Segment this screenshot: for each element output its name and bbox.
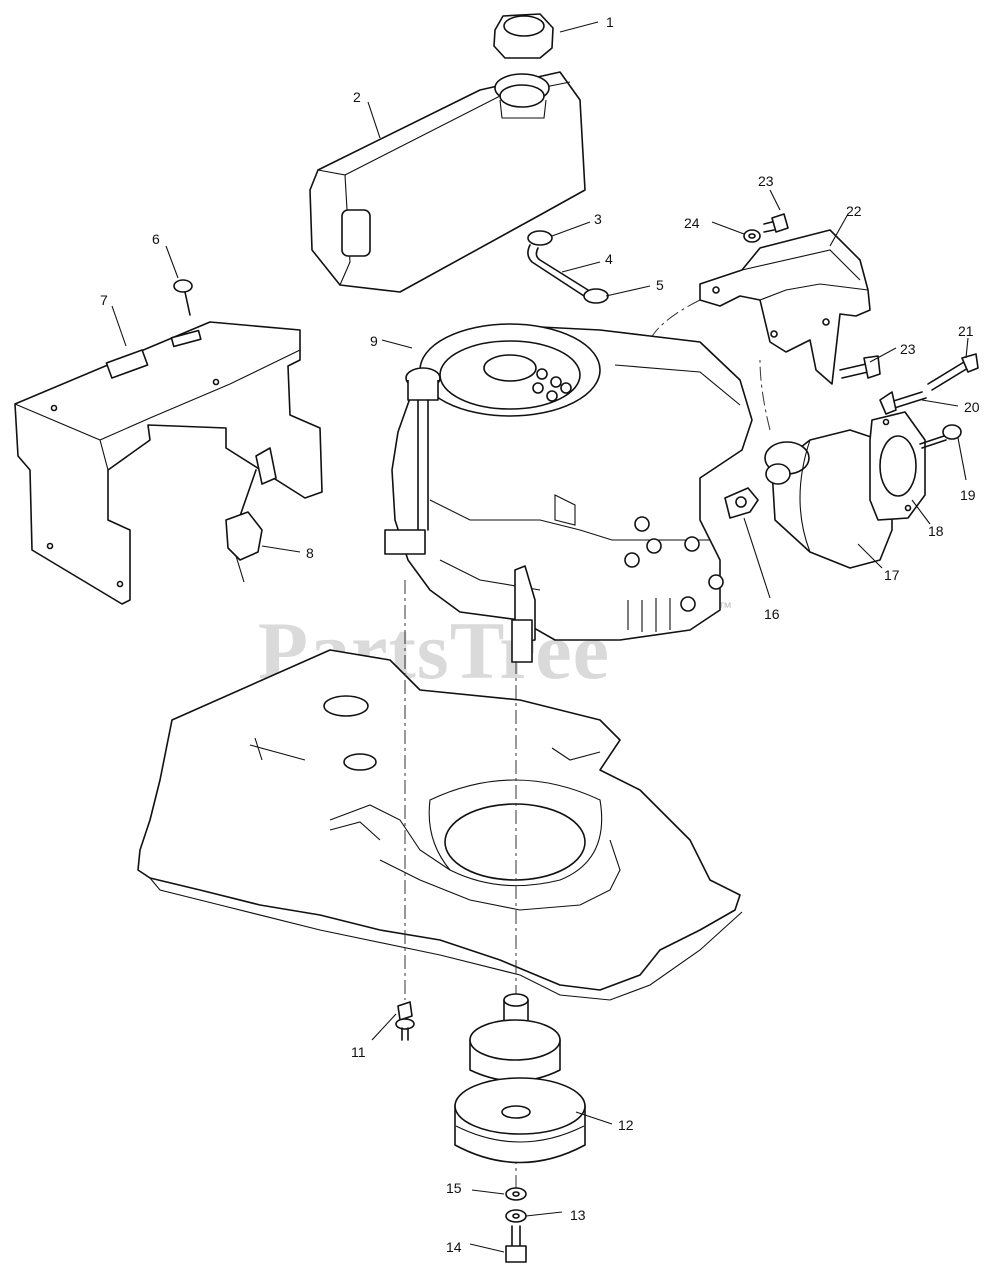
throttle-control [225,447,277,583]
heat-shield [699,229,871,385]
callout-24: 24 [684,215,700,231]
dash-panel [14,321,323,605]
bolt-11 [395,1001,415,1041]
callout-2: 2 [353,89,361,105]
callout-17: 17 [884,567,900,583]
bolt-14 [505,1225,527,1263]
callout-4: 4 [605,251,613,267]
callout-9: 9 [370,333,378,349]
screw-23-top [763,213,789,233]
callout-7: 7 [100,292,108,308]
callout-13: 13 [570,1207,586,1223]
fuel-cap [493,13,554,59]
chassis-plate [137,649,743,1001]
fuel-tank [309,71,586,293]
callout-23-side: 23 [900,341,916,357]
bolt-20 [879,391,927,415]
callout-23-top: 23 [758,173,774,189]
callout-19: 19 [960,487,976,503]
lock-washer-13 [505,1209,527,1223]
callouts: 1 2 3 4 5 6 7 8 9 11 12 13 14 15 16 17 1… [100,14,980,1255]
callout-22: 22 [846,203,862,219]
callout-15: 15 [446,1180,462,1196]
fuel-line [527,230,609,304]
leader-lines [111,21,969,1253]
screw-6 [173,279,193,316]
callout-3: 3 [594,211,602,227]
muffler-plate [869,411,926,521]
muffler-gasket [724,487,759,519]
callout-20: 20 [964,399,980,415]
callout-18: 18 [928,523,944,539]
callout-16: 16 [764,606,780,622]
screw-23-side [839,355,881,379]
washer-24 [743,229,761,243]
callout-1: 1 [606,14,614,30]
callout-21: 21 [958,323,974,339]
callout-12: 12 [618,1117,634,1133]
pulley [454,993,586,1164]
callout-14: 14 [446,1239,462,1255]
callout-11: 11 [351,1044,366,1060]
engine [384,323,753,663]
muffler [764,429,893,569]
callout-5: 5 [656,277,664,293]
watermark-trademark: ™ [718,599,732,615]
callout-6: 6 [152,231,160,247]
bolt-19 [919,424,962,449]
bolt-21 [927,353,979,391]
washer-15 [505,1187,527,1201]
callout-8: 8 [306,545,314,561]
